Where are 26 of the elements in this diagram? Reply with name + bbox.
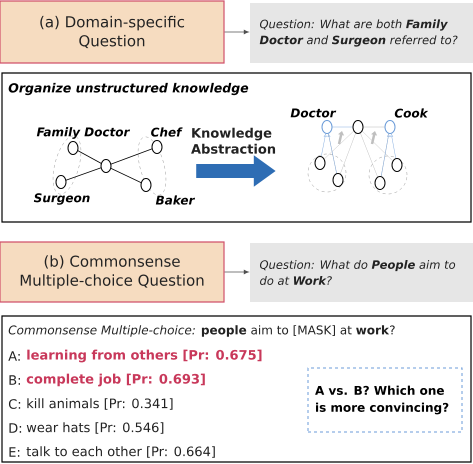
option-letter: E:: [9, 447, 20, 457]
option-letter: A:: [8, 351, 20, 361]
question-type-box: (a) Domain-specific Question: [0, 0, 225, 64]
option-letter: D:: [9, 423, 22, 433]
option-letter: C:: [8, 399, 20, 409]
option-text: complete job [Pr: 0.693]: [26, 374, 205, 386]
node-label: Cook: [394, 108, 428, 118]
question-box: Question: What do People aim to do at Work?: [250, 243, 473, 302]
node-label: Surgeon: [34, 193, 90, 205]
option-text: kill animals [Pr: 0.341]: [27, 398, 173, 410]
edge-label: Knowledge Abstraction: [191, 128, 276, 154]
question-box: Question: What are both Family Doctor and Surgeon referred to?: [250, 3, 473, 63]
node-label: Chef: [151, 127, 183, 137]
node-label: Doctor: [290, 108, 336, 118]
arrow: [224, 30, 249, 34]
node-label: Family Doctor: [36, 127, 130, 139]
question-text: Commonsense Multiple-choice: people aim to [MASK] at work?: [8, 325, 395, 337]
option-text: talk to each other [Pr: 0.664]: [26, 446, 215, 458]
node-label: Baker: [156, 195, 196, 205]
panel-heading: Organize unstructured knowledge: [8, 82, 248, 96]
option-text: learning from others [Pr: 0.675]: [27, 350, 262, 362]
option-letter: B:: [9, 375, 20, 385]
callout-box: A vs. B? Which one is more convincing?: [308, 368, 462, 432]
option-text: wear hats [Pr: 0.546]: [26, 422, 164, 434]
question-type-box: (b) Commonsense Multiple-choice Question: [0, 241, 225, 303]
arrow: [224, 270, 249, 274]
